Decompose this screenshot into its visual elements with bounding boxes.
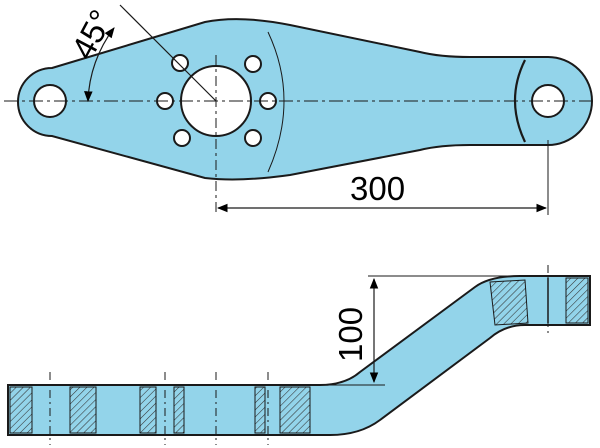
- bolt-hole: [171, 54, 189, 72]
- hatched-section: [173, 386, 185, 434]
- plan-view: 45° 300: [4, 4, 596, 215]
- arm-body-plan: [17, 18, 593, 181]
- hatched-section: [565, 277, 589, 324]
- hatched-section: [489, 279, 529, 326]
- hatched-section: [69, 386, 97, 434]
- height-dimension-label: 100: [332, 307, 369, 362]
- side-section-view: 100: [7, 265, 591, 445]
- hatched-section: [254, 386, 266, 434]
- bolt-hole: [173, 129, 191, 147]
- hatched-section: [139, 386, 157, 434]
- angle-leader-line: [119, 4, 217, 102]
- bolt-hole: [244, 129, 262, 147]
- angle-arc: [84, 27, 115, 103]
- length-dimension-label: 300: [350, 170, 405, 207]
- bolt-hole: [244, 55, 262, 73]
- hatched-section: [9, 386, 33, 434]
- hatched-section: [279, 386, 311, 434]
